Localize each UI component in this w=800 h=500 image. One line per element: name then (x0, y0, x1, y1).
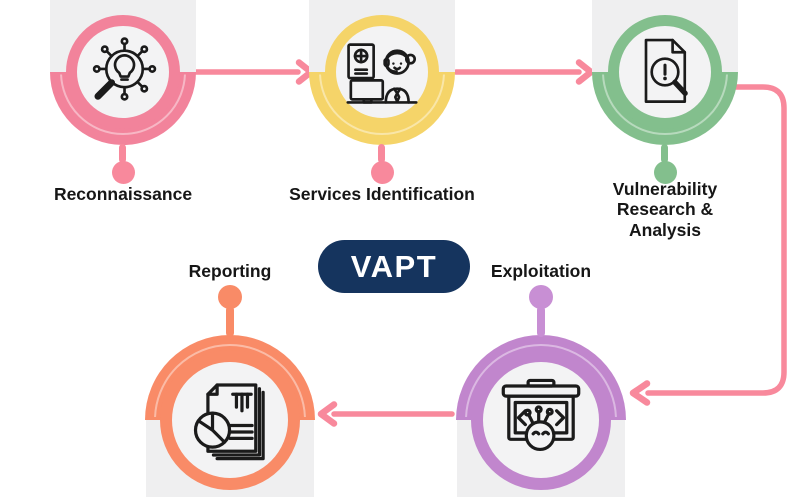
node-dot (218, 285, 242, 309)
node-ring (160, 350, 300, 490)
node-dot (654, 161, 677, 184)
arrow-services-to-vulnerability (453, 59, 595, 85)
node-label: Reconnaissance (53, 184, 193, 204)
step-reporting: Reporting (135, 260, 325, 500)
document-magnifier-alert-icon (644, 38, 688, 103)
vapt-badge: VAPT (318, 240, 470, 293)
node-label: Services Identification (289, 184, 475, 204)
node-dot (529, 285, 553, 309)
node-dot (371, 161, 394, 184)
report-documents-charts-icon (193, 383, 265, 461)
node-ring (66, 15, 180, 129)
node-ring (608, 15, 722, 129)
step-services-identification: Services Identification (289, 0, 475, 245)
node-stem (119, 144, 126, 163)
step-vulnerability-research-analysis: Vulnerability Research & Analysis (580, 0, 750, 245)
node-stem (661, 144, 668, 163)
arrow-exploitation-to-reporting (317, 401, 455, 427)
magnifier-lightbulb-network-icon (92, 37, 157, 101)
node-stem (226, 306, 234, 337)
node-label: Vulnerability Research & Analysis (612, 179, 718, 240)
arrow-recon-to-services (191, 59, 315, 85)
node-ring (471, 350, 611, 490)
node-dot (112, 161, 135, 184)
support-agent-desk-icon (346, 43, 418, 104)
presentation-bug-code-icon (501, 378, 581, 452)
step-exploitation: Exploitation (446, 260, 636, 500)
node-label: Reporting (188, 261, 272, 281)
node-ring (325, 15, 439, 129)
node-stem (537, 306, 545, 337)
step-reconnaissance: Reconnaissance (38, 0, 208, 245)
node-stem (378, 144, 385, 163)
node-label: Exploitation (490, 261, 592, 281)
arrow-vulnerability-to-exploitation (629, 84, 787, 406)
